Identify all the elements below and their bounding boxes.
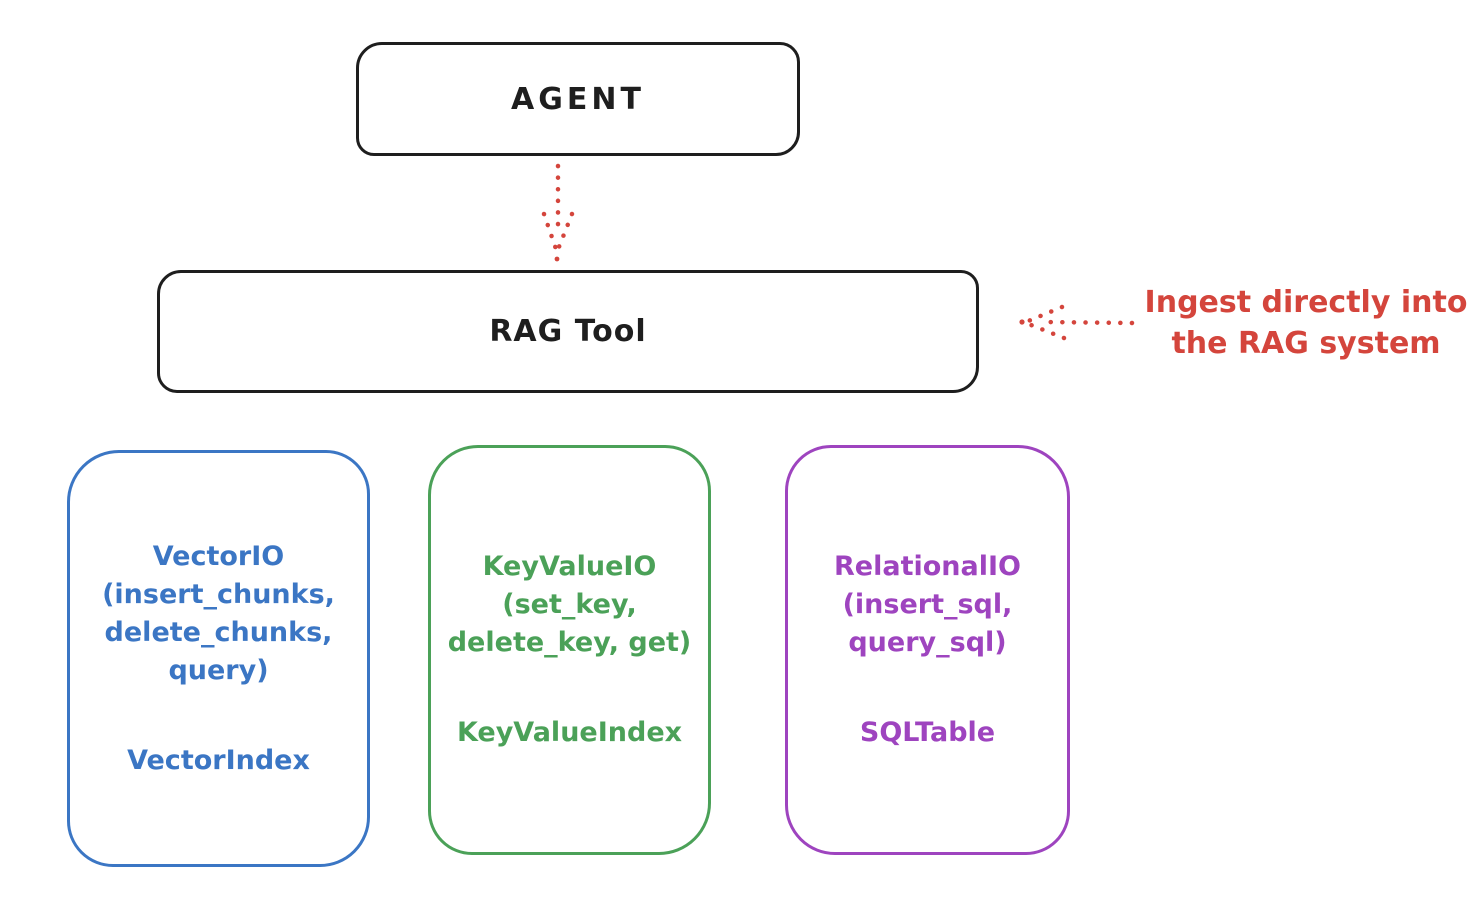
card-keyvalue-io: KeyValueIO (set_key, delete_key, get) Ke… [428, 445, 711, 855]
arrowhead-tip-dot [1019, 319, 1025, 325]
vector-io-methods: VectorIO (insert_chunks, delete_chunks, … [102, 540, 335, 686]
relational-io-methods: RelationalIO (insert_sql, query_sql) [834, 551, 1021, 658]
annotation-arrow-strokes [1023, 304, 1135, 341]
agent-to-rag-arrow [541, 163, 575, 262]
card-vector-io: VectorIO (insert_chunks, delete_chunks, … [67, 450, 370, 867]
annotation-text: Ingest directly into the RAG system [1144, 285, 1468, 361]
annotation-arrow [1019, 304, 1135, 341]
card-relational-io: RelationalIO (insert_sql, query_sql) SQL… [785, 445, 1070, 855]
keyvalue-io-methods: KeyValueIO (set_key, delete_key, get) [447, 551, 692, 658]
keyvalue-index-label: KeyValueIndex [456, 717, 683, 748]
agent-label: AGENT [511, 81, 645, 117]
sql-table-label: SQLTable [859, 717, 996, 748]
agent-node: AGENT [356, 42, 800, 156]
rag-tool-label: RAG Tool [489, 314, 647, 349]
rag-tool-node: RAG Tool [157, 270, 979, 393]
agent-to-rag-arrow-strokes [541, 163, 575, 255]
vector-index-label: VectorIndex [127, 744, 310, 776]
arrowhead-tip-dot [554, 256, 560, 262]
